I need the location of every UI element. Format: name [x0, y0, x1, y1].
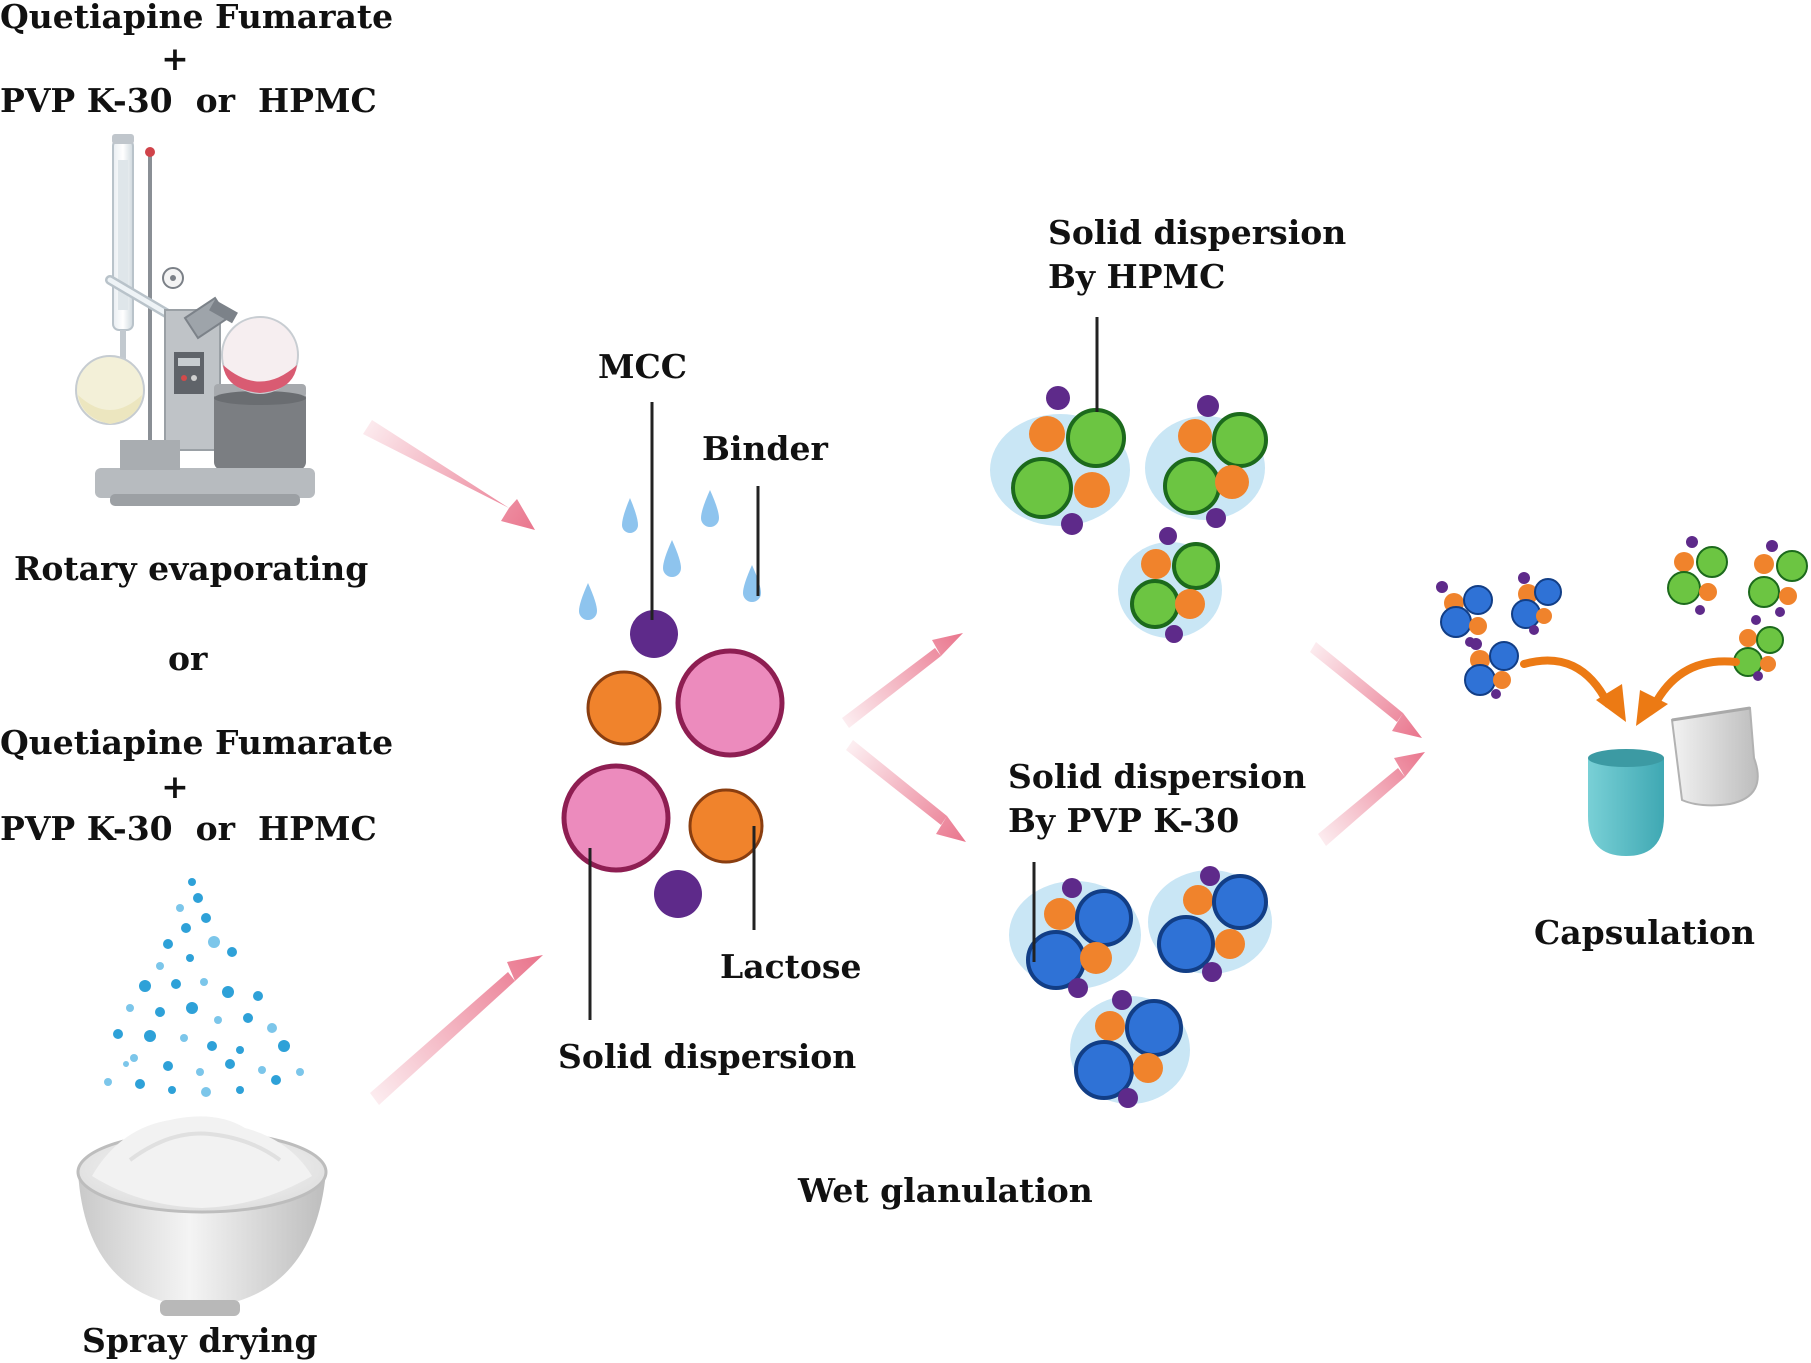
top-reagent-line2: PVP K-30 or HPMC — [0, 81, 377, 120]
binder-label: Binder — [702, 429, 828, 468]
hpmc-cluster — [1118, 527, 1222, 643]
arrow-pvp-to-capsule — [1318, 752, 1425, 846]
arrow-hpmc-to-capsule — [1310, 642, 1422, 738]
top-reagent-plus: + — [161, 39, 189, 78]
solid-dispersion-particle — [561, 763, 671, 873]
capsulation-label: Capsulation — [1534, 913, 1755, 952]
arrow-granulation-to-pvp — [846, 740, 966, 842]
bottom-reagent-line1: Quetiapine Fumarate — [0, 723, 394, 762]
mini-pvp-cluster — [1464, 638, 1519, 699]
mcc-particle — [630, 610, 678, 658]
rotary-evaporating-label: Rotary evaporating — [14, 549, 369, 588]
spray-drying-label: Spray drying — [82, 1321, 318, 1360]
sd-pvp-line2: By PVP K-30 — [1008, 801, 1240, 840]
arrow-rotary-to-granulation — [363, 420, 535, 530]
arrow-spray-to-granulation — [370, 955, 543, 1105]
solid-dispersion-particle — [675, 648, 785, 758]
mcc-label: MCC — [598, 347, 688, 386]
binder-droplet-icon — [622, 498, 638, 533]
pvp-particle-clusters — [1009, 862, 1272, 1108]
sd-hpmc-line2: By HPMC — [1048, 257, 1226, 296]
pvp-cluster — [1070, 990, 1190, 1108]
lactose-label: Lactose — [720, 947, 862, 986]
bottom-reagent-plus: + — [161, 767, 189, 806]
powder-bowl-icon — [76, 1116, 328, 1316]
sd-hpmc-line1: Solid dispersion — [1048, 213, 1347, 252]
pvp-cluster — [1148, 866, 1272, 982]
mini-hpmc-cluster — [1667, 536, 1728, 615]
binder-droplet-icon — [663, 540, 681, 577]
spray-mist-icon — [104, 878, 304, 1097]
mcc-particle — [654, 870, 702, 918]
binder-droplet-icon — [579, 583, 597, 620]
curved-arrow-right — [1650, 657, 1740, 710]
lactose-particle — [688, 788, 764, 864]
or-label: or — [168, 639, 208, 678]
solid-dispersion-label: Solid dispersion — [558, 1037, 857, 1076]
pvp-cluster — [1009, 878, 1141, 998]
binder-droplet-icon — [701, 490, 719, 527]
mini-pvp-cluster — [1511, 572, 1562, 635]
rotary-evaporator-icon — [75, 134, 315, 506]
lactose-particle — [586, 670, 662, 746]
hpmc-cluster — [1145, 395, 1268, 528]
hpmc-particle-clusters — [990, 317, 1268, 643]
curved-arrow-left — [1520, 656, 1612, 708]
wet-granulation-label: Wet glanulation — [798, 1171, 1093, 1210]
mini-hpmc-cluster — [1748, 540, 1808, 617]
mini-pvp-cluster — [1436, 581, 1493, 647]
process-arrows — [363, 420, 1425, 1105]
top-reagent-line1: Quetiapine Fumarate — [0, 0, 394, 36]
mini-hpmc-cluster — [1733, 615, 1784, 681]
sd-pvp-line1: Solid dispersion — [1008, 757, 1307, 796]
granulation-cluster — [561, 402, 785, 1020]
bottom-reagent-line2: PVP K-30 or HPMC — [0, 809, 377, 848]
capsulation-area — [1436, 536, 1808, 856]
capsule-icon — [1588, 706, 1759, 856]
arrow-granulation-to-hpmc — [842, 633, 963, 728]
hpmc-cluster — [990, 386, 1130, 535]
